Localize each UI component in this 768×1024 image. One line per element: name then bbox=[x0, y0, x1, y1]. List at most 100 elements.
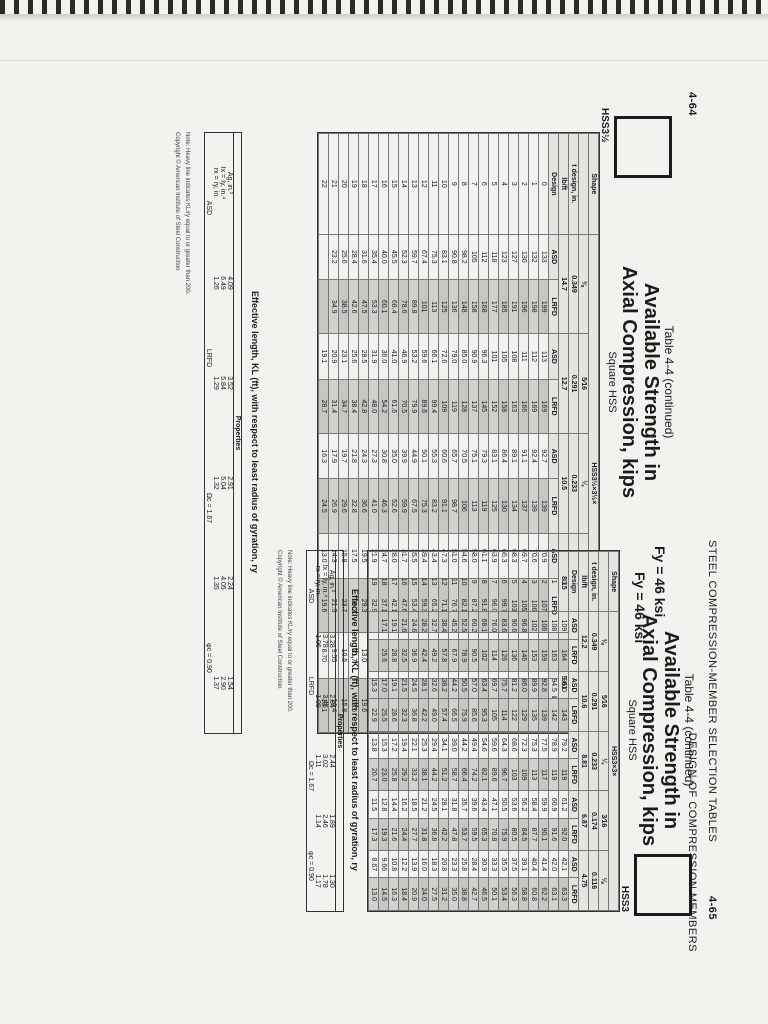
strength-cell: 69.7 bbox=[488, 671, 499, 699]
kl-cell: 0 bbox=[538, 133, 549, 235]
design-cell: LRFD bbox=[548, 478, 559, 534]
bottom-effective-length-label: Effective length, KL (ft), with respect … bbox=[350, 589, 360, 871]
property-cell: 2.84 bbox=[328, 694, 335, 708]
property-cell: 2.44 bbox=[328, 754, 335, 768]
strength-cell: 42.2 bbox=[418, 698, 429, 732]
strength-cell: 59.7 bbox=[408, 234, 419, 280]
strength-cell: 60.8 bbox=[528, 877, 539, 911]
strength-cell: 70.5 bbox=[458, 433, 469, 479]
strength-cell: 44.9 bbox=[408, 433, 419, 479]
design-cell: LRFD bbox=[568, 758, 579, 791]
strength-cell: 81.2 bbox=[508, 671, 519, 699]
strength-cell: 20.7 bbox=[368, 758, 379, 791]
strength-cell: 143 bbox=[558, 698, 569, 732]
strength-cell: 36.8 bbox=[408, 698, 419, 732]
strength-cell: 169 bbox=[538, 379, 549, 434]
strength-cell: 29.2 bbox=[398, 758, 409, 791]
strength-cell: 46.9 bbox=[398, 333, 409, 380]
top-title-line3: Axial Compression, kips bbox=[618, 265, 640, 499]
strength-cell: 76.0 bbox=[488, 611, 499, 640]
top-title-line1: Table 4-4 (continued) bbox=[662, 325, 676, 439]
strength-cell: 49.4 bbox=[468, 731, 479, 759]
strength-cell: 65.3 bbox=[478, 818, 489, 851]
strength-cell: 34.9 bbox=[328, 279, 339, 334]
property-cell: 5.84 bbox=[219, 376, 226, 390]
strength-cell: 30.9 bbox=[478, 850, 489, 878]
asd-label: ASD bbox=[205, 200, 212, 216]
strength-cell: 112 bbox=[528, 333, 539, 380]
lrfd-label: LRFD bbox=[307, 676, 314, 696]
design-cell: ASD bbox=[568, 611, 579, 640]
strength-cell: 12.8 bbox=[378, 790, 389, 819]
kl-cell: 7 bbox=[468, 133, 479, 235]
strength-cell: 112 bbox=[478, 234, 489, 280]
strength-cell: 61.6 bbox=[388, 379, 399, 434]
top-title-line4: Square HSS bbox=[606, 351, 618, 413]
design-cell: LRFD bbox=[568, 877, 579, 911]
strength-cell: 24.6 bbox=[408, 611, 419, 640]
strength-cell: 59.9 bbox=[538, 790, 549, 819]
t-design-cell: 0.349 bbox=[588, 611, 599, 672]
strength-cell: 29.4 bbox=[428, 731, 439, 759]
phi-factor: φc = 0.90 bbox=[307, 851, 314, 881]
strength-cell: 28.7 bbox=[318, 379, 329, 434]
kl-cell: 21 bbox=[328, 133, 339, 235]
kl-cell: 13 bbox=[408, 133, 419, 235]
strength-cell: 38.2 bbox=[438, 671, 449, 699]
strength-cell: 96.7 bbox=[498, 758, 509, 791]
lrfd-label: LRFD bbox=[205, 348, 212, 368]
strength-cell: 47.8 bbox=[448, 818, 459, 851]
bottom-title-line1: Table 4-4 (continued) bbox=[682, 673, 696, 787]
bottom-title-line4: Square HSS bbox=[626, 699, 638, 761]
strength-cell: 158 bbox=[468, 279, 479, 334]
strength-cell: 119 bbox=[478, 478, 489, 534]
strength-cell: 89.9 bbox=[528, 671, 539, 699]
strength-cell: 153 bbox=[528, 639, 539, 672]
design-cell: ASD bbox=[568, 671, 579, 699]
strength-cell: 106 bbox=[458, 478, 469, 534]
strength-cell: 47.5 bbox=[358, 279, 369, 334]
strength-cell: 137 bbox=[468, 379, 479, 434]
kl-cell: 6 bbox=[478, 133, 489, 235]
top-shape-code: HSS3½ bbox=[599, 108, 610, 143]
strength-cell: 25.6 bbox=[338, 234, 349, 280]
bottom-note: Note: Heavy line indicates KL/ry equal t… bbox=[286, 550, 292, 713]
strength-cell: 103 bbox=[508, 758, 519, 791]
strength-cell: 21.8 bbox=[348, 433, 359, 479]
strength-cell: 28.1 bbox=[418, 671, 429, 699]
strength-cell: 90.8 bbox=[448, 234, 459, 280]
strength-cell: 53.2 bbox=[408, 333, 419, 380]
kl-cell: 2 bbox=[518, 133, 529, 235]
design-cell: ASD bbox=[548, 333, 559, 380]
strength-cell: 90.1 bbox=[538, 818, 549, 851]
strength-cell: 163 bbox=[508, 379, 519, 434]
t-design-cell: 0.174 bbox=[588, 790, 599, 851]
bottom-copyright: Copyright © American Institute of Steel … bbox=[276, 550, 282, 689]
kl-cell: 16 bbox=[378, 133, 389, 235]
thickness-cell: ¼ bbox=[598, 731, 609, 791]
strength-cell: 86.0 bbox=[518, 671, 529, 699]
property-cell: 1.17 bbox=[314, 874, 321, 888]
strength-cell: 148 bbox=[458, 279, 469, 334]
strength-cell: 64.3 bbox=[498, 731, 509, 759]
strength-cell: 109 bbox=[518, 758, 529, 791]
strength-cell: 159 bbox=[538, 639, 549, 672]
strength-cell: 42.7 bbox=[468, 877, 479, 911]
strength-cell: 166 bbox=[518, 379, 529, 434]
strength-cell: 56.2 bbox=[518, 790, 529, 819]
strength-cell: 35.0 bbox=[388, 433, 399, 479]
strength-cell: 65.7 bbox=[448, 433, 459, 479]
strength-cell: 77.5 bbox=[538, 731, 549, 759]
strength-cell: 95.3 bbox=[478, 698, 489, 732]
strength-cell: 35.7 bbox=[458, 790, 469, 819]
thickness-cell: ¼ bbox=[578, 433, 589, 534]
design-cell: LRFD bbox=[548, 379, 559, 434]
strength-cell: 38.4 bbox=[348, 379, 359, 434]
property-cell: 1.30 bbox=[328, 874, 335, 888]
design-cell: ASD bbox=[568, 731, 579, 759]
